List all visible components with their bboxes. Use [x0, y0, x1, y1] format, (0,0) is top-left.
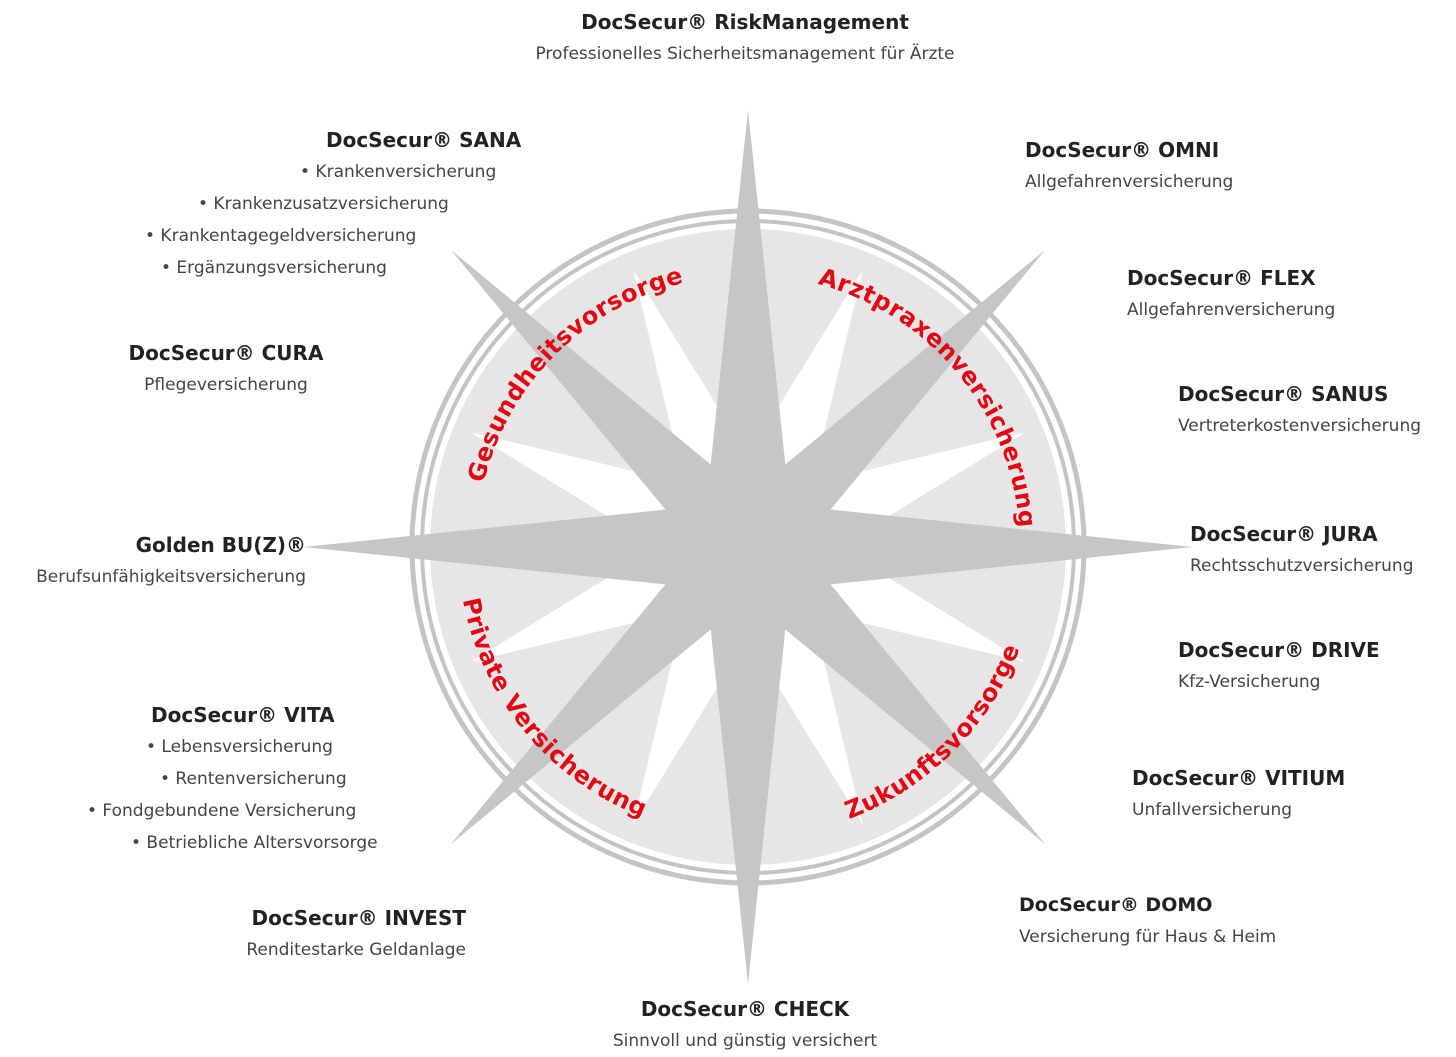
- product-title: DocSecur® RiskManagement: [581, 10, 909, 34]
- product-sana: DocSecur® SANA • Krankenversicherung • K…: [130, 124, 530, 284]
- product-subtitle: Allgefahrenversicherung: [1025, 172, 1234, 192]
- product-bullet: • Rentenversicherung: [160, 769, 347, 789]
- product-bullet: • Fondgebundene Versicherung: [87, 801, 357, 821]
- product-subtitle: Pflegeversicherung: [144, 375, 308, 395]
- product-title: DocSecur® OMNI: [1025, 138, 1220, 162]
- product-subtitle: Unfallversicherung: [1132, 800, 1293, 820]
- product-subtitle: Vertreterkostenversicherung: [1178, 416, 1422, 436]
- product-omni: DocSecur® OMNI Allgefahrenversicherung: [1025, 134, 1233, 198]
- product-jura: DocSecur® JURA Rechtsschutzversicherung: [1190, 518, 1414, 582]
- major-points: [304, 110, 1192, 984]
- product-subtitle: Berufsunfähigkeitsversicherung: [36, 567, 306, 587]
- product-title: DocSecur® JURA: [1190, 522, 1378, 546]
- product-subtitle: Kfz-Versicherung: [1178, 672, 1321, 692]
- product-title: DocSecur® INVEST: [251, 906, 466, 930]
- product-riskmanagement: DocSecur® RiskManagement Professionelles…: [520, 6, 970, 70]
- product-subtitle: Renditestarke Geldanlage: [246, 940, 466, 960]
- product-bullet: • Lebensversicherung: [146, 737, 333, 757]
- product-golden-buz: Golden BU(Z)® Berufsunfähigkeitsversiche…: [0, 529, 306, 593]
- product-vita: DocSecur® VITA • Lebensversicherung • Re…: [60, 699, 420, 859]
- product-invest: DocSecur® INVEST Renditestarke Geldanlag…: [120, 902, 466, 966]
- product-sanus: DocSecur® SANUS Vertreterkostenversicher…: [1178, 378, 1421, 442]
- product-title: DocSecur® VITIUM: [1132, 766, 1346, 790]
- product-bullet: • Ergänzungsversicherung: [161, 258, 387, 278]
- product-title: DocSecur® SANA: [326, 128, 522, 152]
- product-subtitle: Professionelles Sicherheitsmanagement fü…: [535, 44, 955, 64]
- product-bullet: • Krankenzusatzversicherung: [198, 194, 449, 214]
- diagonal-point: [451, 250, 777, 576]
- cardinal-point: [748, 501, 1192, 593]
- product-title: DocSecur® VITA: [151, 703, 335, 727]
- product-subtitle: Allgefahrenversicherung: [1127, 300, 1336, 320]
- cardinal-point: [702, 547, 794, 984]
- product-title: DocSecur® FLEX: [1127, 266, 1316, 290]
- product-domo: DocSecur® DOMO Versicherung für Haus & H…: [1019, 889, 1276, 953]
- product-title: DocSecur® CHECK: [640, 997, 850, 1021]
- cardinal-point: [304, 501, 748, 593]
- product-title: Golden BU(Z)®: [135, 533, 306, 557]
- product-flex: DocSecur® FLEX Allgefahrenversicherung: [1127, 262, 1335, 326]
- product-title: DocSecur® DOMO: [1019, 894, 1213, 916]
- product-title: DocSecur® SANUS: [1178, 382, 1389, 406]
- product-drive: DocSecur® DRIVE Kfz-Versicherung: [1178, 634, 1380, 698]
- product-subtitle: Rechtsschutzversicherung: [1190, 556, 1414, 576]
- product-title: DocSecur® CURA: [128, 341, 324, 365]
- compass-hub: [686, 485, 810, 609]
- product-vitium: DocSecur® VITIUM Unfallversicherung: [1132, 762, 1345, 826]
- product-bullet: • Betriebliche Altersvorsorge: [131, 833, 378, 853]
- product-title: DocSecur® DRIVE: [1178, 638, 1380, 662]
- cardinal-point: [702, 110, 794, 547]
- product-bullet: • Krankentagegeldversicherung: [145, 226, 417, 246]
- product-subtitle: Sinnvoll und günstig versichert: [612, 1031, 878, 1051]
- product-subtitle: Versicherung für Haus & Heim: [1019, 927, 1277, 947]
- product-check: DocSecur® CHECK Sinnvoll und günstig ver…: [560, 993, 930, 1057]
- product-bullet: • Krankenversicherung: [300, 162, 497, 182]
- diagonal-point: [719, 250, 1045, 576]
- diagonal-point: [451, 518, 777, 844]
- product-cura: DocSecur® CURA Pflegeversicherung: [96, 337, 356, 401]
- diagonal-point: [719, 518, 1045, 844]
